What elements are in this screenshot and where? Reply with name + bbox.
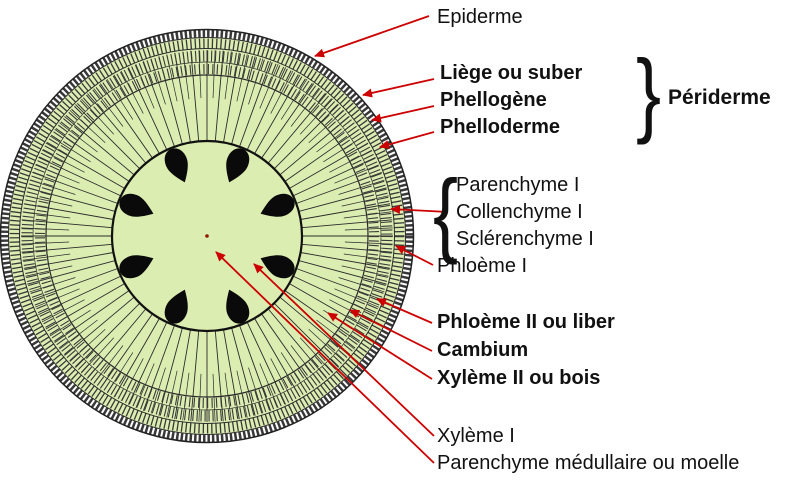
label-xyleme1: Xylème I bbox=[437, 425, 515, 447]
label-phelloderme: Phelloderme bbox=[440, 116, 561, 138]
label-liege: Liège ou suber bbox=[440, 62, 583, 84]
label-sclerenchyme1: Sclérenchyme I bbox=[456, 228, 594, 250]
outer-edge-ring bbox=[0, 28, 415, 444]
pointer-arrows bbox=[215, 15, 449, 464]
arrow-cambium bbox=[349, 309, 433, 352]
label-phloeme1: Phloème I bbox=[437, 255, 528, 277]
arrow-phloeme2 bbox=[376, 298, 433, 324]
arrow-phelloderme bbox=[379, 131, 435, 149]
label-xyleme2: Xylème II ou bois bbox=[437, 367, 601, 389]
label-moelle: Parenchyme médullaire ou moelle bbox=[437, 452, 740, 474]
label-phellogene: Phellogène bbox=[440, 89, 547, 111]
arrow-xyleme1 bbox=[253, 263, 435, 437]
label-cambium: Cambium bbox=[437, 339, 529, 361]
arrow-phellogene bbox=[371, 105, 435, 123]
label-epiderme: Epiderme bbox=[437, 6, 523, 28]
epidermis-beaded-ring bbox=[0, 29, 414, 443]
label-parenchyme1: Parenchyme I bbox=[456, 174, 580, 196]
periderm-tick-band bbox=[9, 38, 405, 434]
cortex-inner-ring bbox=[32, 61, 382, 411]
center-dot bbox=[205, 234, 209, 238]
arrow-moelle bbox=[215, 251, 435, 464]
cortex-brace: { bbox=[433, 160, 459, 265]
periderm-inner-ring bbox=[19, 48, 395, 424]
label-periderme: Périderme bbox=[668, 86, 771, 109]
label-collenchyme1: Collenchyme I bbox=[456, 201, 583, 223]
cortex-tick-band bbox=[21, 50, 393, 422]
cambium-ring bbox=[45, 74, 369, 398]
cell-tick-bands bbox=[9, 38, 405, 434]
arrow-xyleme2 bbox=[327, 312, 433, 380]
phloem-tick-band bbox=[35, 64, 379, 408]
periderme-brace: } bbox=[636, 40, 662, 145]
arrow-liege bbox=[362, 78, 435, 98]
arrow-epiderme bbox=[314, 15, 430, 58]
arrow-phloeme1 bbox=[395, 245, 434, 266]
arrow-cortex-group bbox=[390, 204, 449, 214]
label-phloeme2: Phloème II ou liber bbox=[437, 311, 615, 333]
pith-boundary-ring bbox=[110, 139, 304, 333]
